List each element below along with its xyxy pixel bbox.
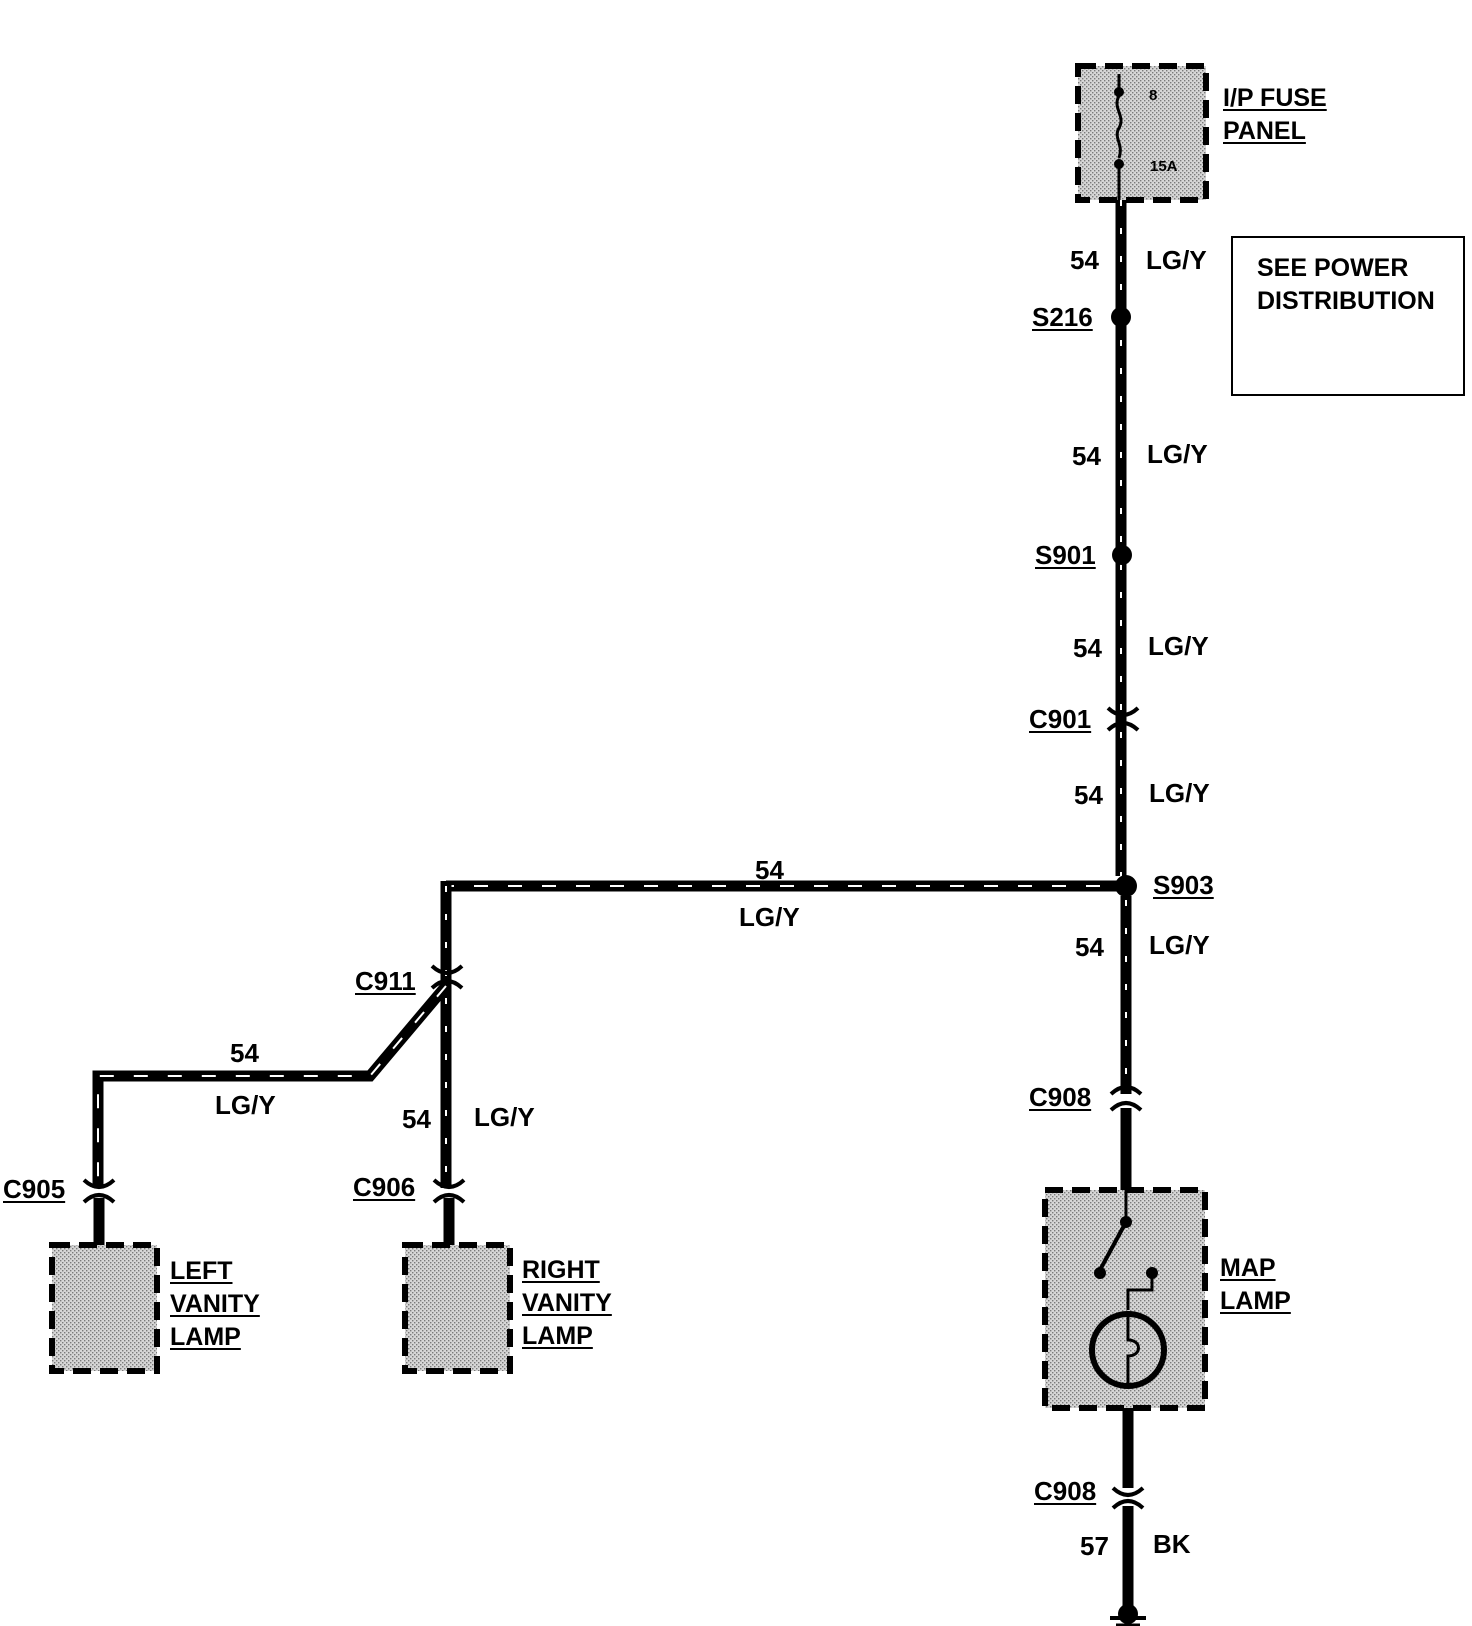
connector-c905-symbol — [82, 1178, 116, 1245]
ground-icon — [1110, 1604, 1146, 1626]
connector-c906-symbol — [432, 1178, 466, 1245]
wire-color-label: LG/Y — [739, 902, 800, 932]
map-lamp-box — [1042, 1187, 1208, 1411]
wire-color-label: LG/Y — [1149, 930, 1210, 960]
wire-circuit-label: 54 — [230, 1038, 259, 1068]
splice-s216-dot — [1111, 307, 1131, 327]
note-text: SEE POWER DISTRIBUTION — [1257, 254, 1435, 315]
wire-circuit-label: 54 — [1074, 780, 1103, 810]
left-vanity-lamp-box — [49, 1242, 160, 1374]
wire-color-label: LG/Y — [215, 1090, 276, 1120]
wire-circuit-label: 54 — [402, 1104, 431, 1134]
splice-s901-label: S901 — [1035, 540, 1096, 570]
connector-c908-top-label: C908 — [1029, 1082, 1092, 1112]
connector-c911-symbol — [430, 964, 464, 990]
wire-circuit-label: 54 — [1072, 441, 1101, 471]
wire-circuit-label: 54 — [1073, 633, 1102, 663]
left-vanity-lamp-label: LEFT VANITY LAMP — [170, 1257, 260, 1351]
connector-c908-bottom-label: C908 — [1034, 1476, 1097, 1506]
fuse-rating: 15A — [1150, 158, 1178, 175]
connector-c905-label: C905 — [3, 1174, 66, 1204]
wire-color-label: LG/Y — [1149, 778, 1210, 808]
connector-c906-label: C906 — [353, 1172, 416, 1202]
map-lamp-label: MAP LAMP — [1220, 1254, 1291, 1315]
wire-color-label: LG/Y — [1147, 439, 1208, 469]
wire-54-left-branch — [92, 982, 451, 1188]
wire-color-label: LG/Y — [474, 1102, 535, 1132]
wire-color-label: BK — [1153, 1529, 1191, 1559]
wire-circuit-label: 54 — [1075, 932, 1104, 962]
splice-s901-dot — [1112, 545, 1132, 565]
wire-color-label: LG/Y — [1146, 245, 1207, 275]
splice-s216-label: S216 — [1032, 302, 1093, 332]
connector-c901-label: C901 — [1029, 704, 1092, 734]
fuse-panel-label: I/P FUSE PANEL — [1223, 84, 1327, 145]
fuse-number: 8 — [1149, 87, 1158, 104]
right-vanity-lamp-box — [402, 1242, 513, 1374]
right-vanity-lamp-label: RIGHT VANITY LAMP — [522, 1256, 612, 1350]
wire-circuit-label: 54 — [1070, 245, 1099, 275]
wire-57-ground — [1111, 1408, 1145, 1612]
wire-color-label: LG/Y — [1148, 631, 1209, 661]
connector-c911-label: C911 — [355, 966, 416, 996]
wire-circuit-label: 57 — [1080, 1531, 1109, 1561]
wire-54-map-lamp — [1109, 896, 1143, 1190]
splice-s903-label: S903 — [1153, 870, 1214, 900]
fuse-panel — [1075, 63, 1209, 203]
connector-c901-symbol — [1106, 706, 1140, 732]
see-power-distribution-note: SEE POWER DISTRIBUTION — [1231, 236, 1465, 396]
wire-circuit-label: 54 — [755, 855, 784, 885]
